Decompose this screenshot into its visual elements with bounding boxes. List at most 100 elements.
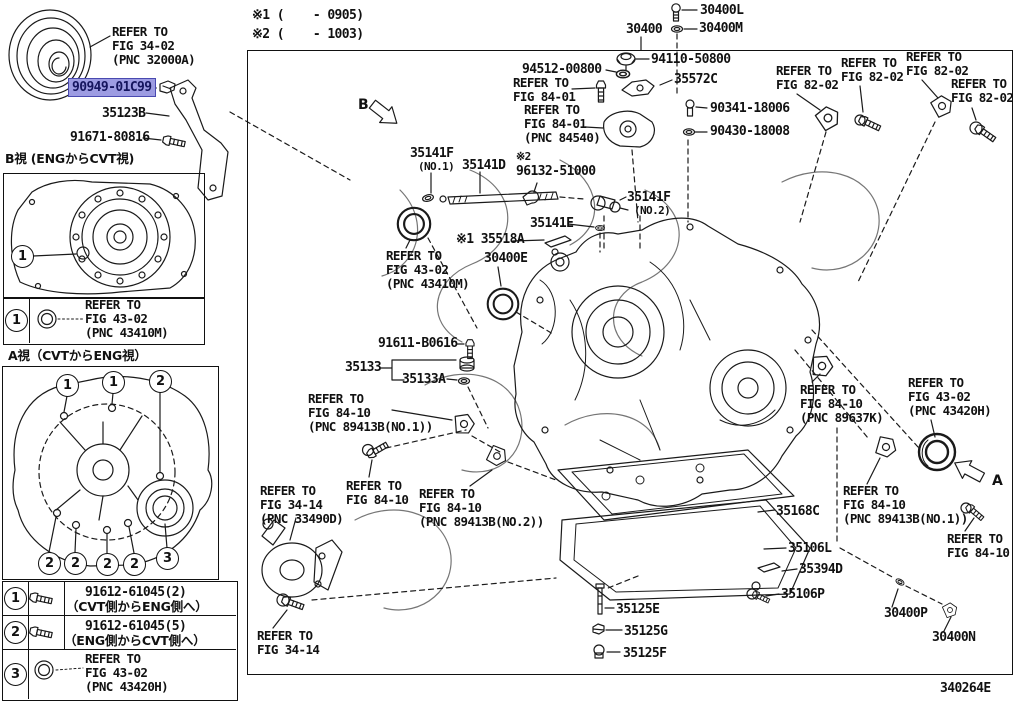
table-row1-part: 91612-61045(2) xyxy=(85,585,187,600)
valve-body-and-pan-drawing xyxy=(557,449,811,605)
ref-fig-82-02: REFER TO FIG 82-02 xyxy=(906,49,969,78)
note-star2: ※2 xyxy=(516,150,531,163)
torque-converter-drawing xyxy=(8,9,111,101)
view-letter-b: B xyxy=(358,97,369,113)
ref-fig-84-10-no2: REFER TO FIG 84-10 (PNC 89413B(NO.2)) xyxy=(419,486,544,529)
b-view-drawing xyxy=(10,179,196,329)
part-label-90430-18008[interactable]: 90430-18008 xyxy=(710,124,790,139)
callout-2-table: 2 xyxy=(4,621,27,644)
part-label-35141e[interactable]: 35141E xyxy=(530,216,574,231)
a-view-drawing xyxy=(12,375,213,567)
fig-84-01-parts xyxy=(571,79,689,223)
table-col-divider-2 xyxy=(64,581,65,649)
right-side-parts xyxy=(794,329,986,632)
ref-fig-82-02: REFER TO FIG 82-02 xyxy=(841,55,904,84)
top-fastener-icons xyxy=(605,3,698,97)
part-label-35518a[interactable]: ※1 35518A xyxy=(456,232,525,247)
part-label-35394d[interactable]: 35394D xyxy=(799,562,843,577)
part-label-30400e[interactable]: 30400E xyxy=(484,251,528,266)
fastener-legend-table xyxy=(2,581,238,701)
callout-2-aview: 2 xyxy=(64,552,87,575)
fastener-table-icons xyxy=(28,591,84,680)
part-label-96132-51000[interactable]: 96132-51000 xyxy=(516,164,596,179)
callout-2-aview: 2 xyxy=(38,552,61,575)
b-view-ref-row xyxy=(3,297,205,345)
part-label-30400[interactable]: 30400 xyxy=(626,22,663,37)
part-label-94110-50800[interactable]: 94110-50800 xyxy=(651,52,731,67)
part-label-91671-80816[interactable]: 91671-80816 xyxy=(70,130,150,145)
part-label-35168c[interactable]: 35168C xyxy=(776,504,820,519)
b-view-ref-fig-43-02: REFER TO FIG 43-02 (PNC 43410M) xyxy=(85,297,169,340)
oil-pump-drawing xyxy=(261,517,557,629)
part-label-30400m[interactable]: 30400M xyxy=(699,21,743,36)
part-label-30400n[interactable]: 30400N xyxy=(932,630,976,645)
seal-drawings xyxy=(396,206,554,335)
part-label-35133a[interactable]: 35133A xyxy=(402,372,446,387)
part-label-35141d[interactable]: 35141D xyxy=(462,158,506,173)
legend-note-2: ※2 ( - 1003) xyxy=(252,27,364,42)
part-label-30400l[interactable]: 30400L xyxy=(700,3,744,18)
ref-fig-84-01: REFER TO FIG 84-01 xyxy=(513,75,576,104)
table-row2-part: 91612-61045(5) xyxy=(85,619,187,634)
callout-1-aview: 1 xyxy=(102,371,125,394)
part-label-35133[interactable]: 35133 xyxy=(345,360,382,375)
part-label-35125g[interactable]: 35125G xyxy=(624,624,668,639)
part-label-35141f-no1[interactable]: 35141F xyxy=(410,146,454,161)
ref-fig-43-02-43410m: REFER TO FIG 43-02 (PNC 43410M) xyxy=(386,248,470,291)
mid-left-parts xyxy=(361,409,557,487)
part-label-90341-18006[interactable]: 90341-18006 xyxy=(710,101,790,116)
shaft-assembly-drawing xyxy=(421,171,641,253)
ref-fig-84-10: REFER TO FIG 84-10 xyxy=(346,478,409,507)
view-letter-a: A xyxy=(992,473,1003,489)
stud-ring-icons xyxy=(682,99,708,136)
table-row3-ref: REFER TO FIG 43-02 (PNC 43420H) xyxy=(85,651,169,694)
part-label-35123b[interactable]: 35123B xyxy=(102,106,146,121)
ref-fig-34-02: REFER TO FIG 34-02 (PNC 32000A) xyxy=(112,24,196,67)
table-col-divider-1 xyxy=(28,581,29,699)
b-view-panel xyxy=(3,173,205,299)
part-label-35141f-no2[interactable]: 35141F xyxy=(627,190,671,205)
legend-note-1: ※1 ( - 0905) xyxy=(252,8,364,23)
ref-fig-84-01-pnc-84540: REFER TO FIG 84-01 (PNC 84540) xyxy=(524,102,601,145)
part-label-35125f[interactable]: 35125F xyxy=(623,646,667,661)
bracket-35123b-drawing xyxy=(142,79,351,201)
callout-1-bview: 1 xyxy=(11,245,34,268)
callout-2-aview: 2 xyxy=(96,553,119,576)
table-row-divider-2 xyxy=(2,649,236,650)
part-label-91611-b0616[interactable]: 91611-B0616 xyxy=(378,336,458,351)
part-label-90949-01c99[interactable]: 90949-01C99 xyxy=(68,78,156,97)
pan-bolt-icons xyxy=(592,575,639,659)
part-label-94512-00800[interactable]: 94512-00800 xyxy=(522,62,602,77)
part-label-30400p[interactable]: 30400P xyxy=(884,606,928,621)
ref-fig-84-10-no1: REFER TO FIG 84-10 (PNC 89413B(NO.1)) xyxy=(843,483,968,526)
callout-2-aview: 2 xyxy=(123,553,146,576)
callout-2-aview: 2 xyxy=(149,370,172,393)
callout-3-aview: 3 xyxy=(156,547,179,570)
b-view-title: B視 (ENGからCVT視) xyxy=(5,151,135,166)
fig-82-02-parts xyxy=(796,79,998,283)
table-row1-note: （CVT側からENG側へ） xyxy=(66,599,208,614)
ref-fig-34-14: REFER TO FIG 34-14 xyxy=(257,628,320,657)
callout-1-aview: 1 xyxy=(56,374,79,397)
part-label-35106p[interactable]: 35106P xyxy=(781,587,825,602)
ref-fig-82-02: REFER TO FIG 82-02 xyxy=(951,76,1014,105)
callout-3-table: 3 xyxy=(4,663,27,686)
part-label-35572c[interactable]: 35572C xyxy=(674,72,718,87)
ref-fig-82-02: REFER TO FIG 82-02 xyxy=(776,63,839,92)
ref-fig-84-10: REFER TO FIG 84-10 xyxy=(947,531,1010,560)
callout-1-table: 1 xyxy=(4,587,27,610)
part-label-35125e[interactable]: 35125E xyxy=(616,602,660,617)
part-label-35106l[interactable]: 35106L xyxy=(788,541,832,556)
callout-1-bref: 1 xyxy=(5,309,28,332)
ref-fig-34-14-pnc: REFER TO FIG 34-14 (PNC 33490D) xyxy=(260,483,344,526)
ref-fig-43-02-43420h: REFER TO FIG 43-02 (PNC 43420H) xyxy=(908,375,992,418)
diagram-number: 340264E xyxy=(940,681,991,696)
table-row2-note: （ENG側からCVT側へ） xyxy=(64,633,206,648)
part-label-35141f-no2-suffix: (NO.2) xyxy=(634,204,671,217)
a-view-panel xyxy=(2,366,219,580)
ref-fig-84-10-no1: REFER TO FIG 84-10 (PNC 89413B(NO.1)) xyxy=(308,391,433,434)
breather-parts xyxy=(379,339,489,429)
a-view-title: A視（CVTからENG視） xyxy=(8,348,147,363)
